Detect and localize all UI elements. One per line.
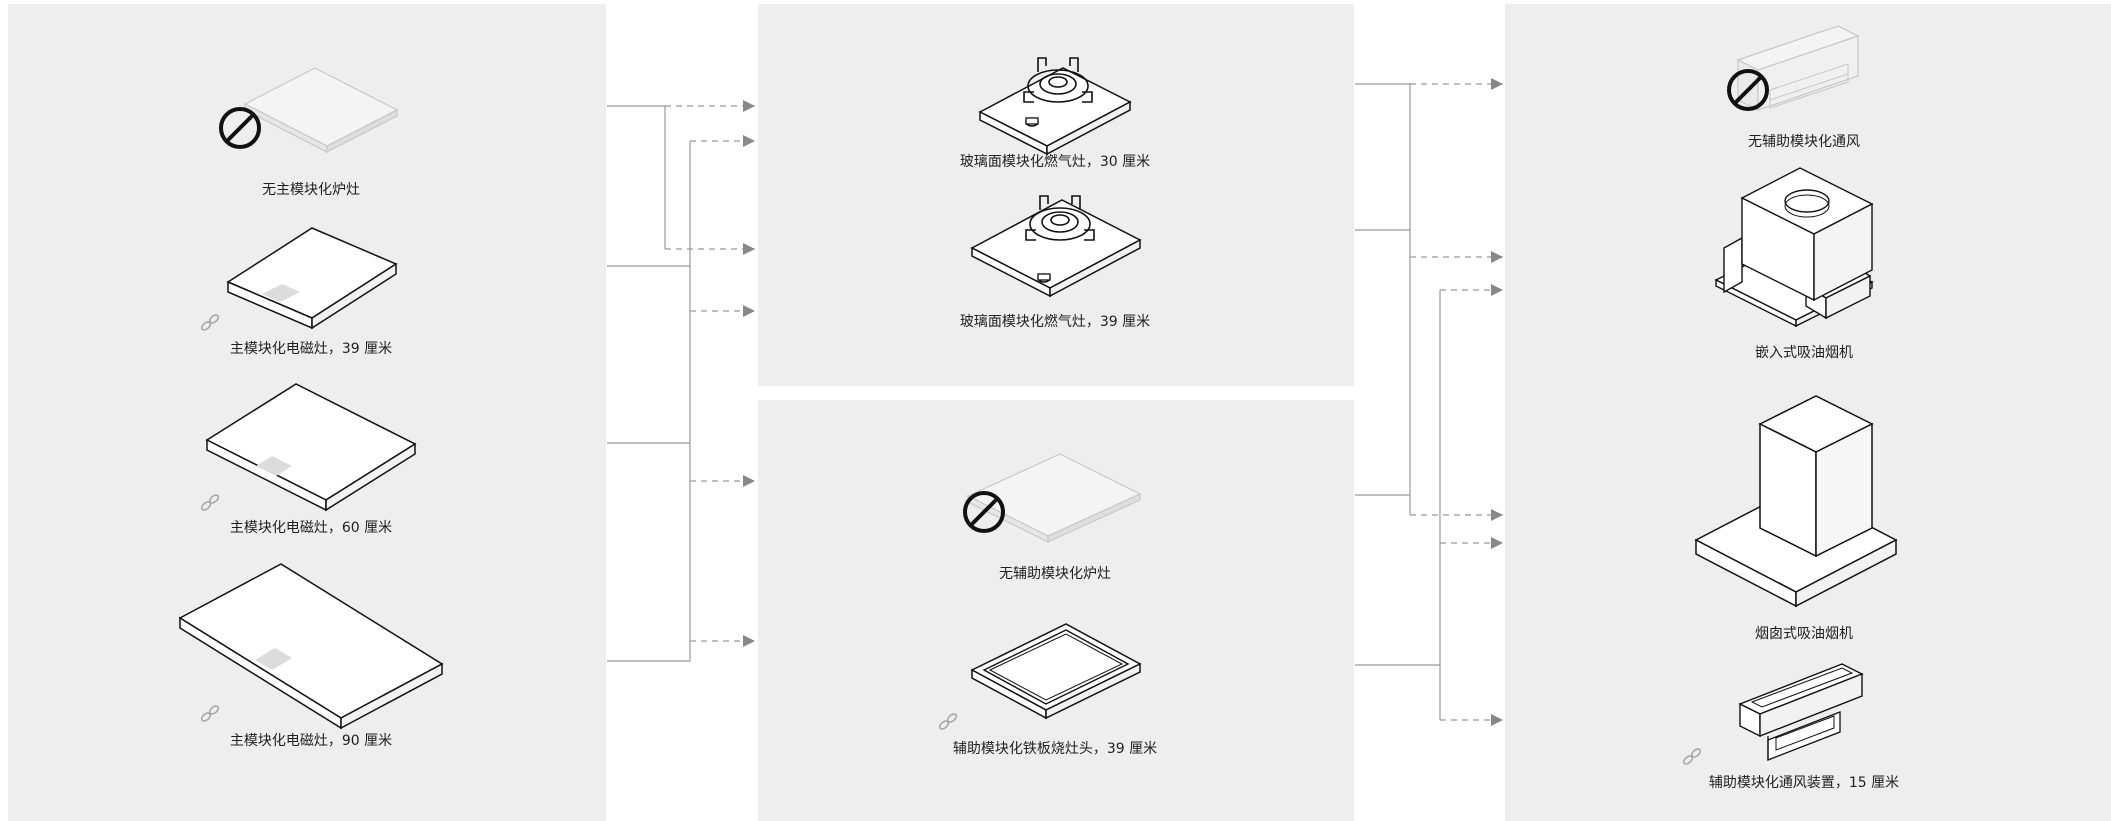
gas-hob-39-label: 玻璃面模块化燃气灶，39 厘米 [959,314,1151,330]
link-icon [1682,748,1702,765]
chimney-hood-illustration [1694,395,1898,608]
link-icon [938,713,958,730]
ventilation-none-label: 无辅助模块化通风 [1748,134,1860,150]
aux-ventilation-15-label: 辅助模块化通风装置，15 厘米 [1708,775,1900,791]
main-hob-39-label: 主模块化电磁灶，39 厘米 [229,341,393,357]
main-hob-none-label: 无主模块化炉灶 [262,182,360,198]
teppanyaki-hob-39-illustration [938,623,1142,730]
prohibited-icon [1727,69,1769,111]
link-icon [200,705,220,722]
chimney-hood-label: 烟囱式吸油烟机 [1755,626,1853,642]
connectors-left-to-middle [607,100,755,662]
gas-hob-30-label: 玻璃面模块化燃气灶，30 厘米 [959,154,1151,170]
teppanyaki-39-label: 辅助模块化铁板烧灶头，39 厘米 [952,741,1158,757]
gas-hob-panel [758,4,1354,386]
main-hob-none-illustration [219,67,399,153]
aux-hob-none-label: 无辅助模块化炉灶 [999,566,1111,582]
aux-ventilation-15-illustration [1682,663,1864,765]
prohibited-icon [219,107,261,149]
aux-ventilation-none-illustration [1727,25,1860,111]
prohibited-icon [963,491,1005,533]
gas-hob-30-illustration [978,57,1132,156]
aux-hob-none-illustration [963,453,1142,543]
link-icon [200,494,220,511]
connectors-middle-to-right [1355,78,1503,726]
built-in-hood-illustration [1714,167,1874,328]
main-induction-hob-90-illustration [178,563,444,730]
main-hob-90-label: 主模块化电磁灶，90 厘米 [229,733,393,749]
gas-hob-39-illustration [970,195,1142,298]
link-icon [200,314,220,331]
main-induction-hob-60-illustration [200,383,417,512]
main-hob-60-label: 主模块化电磁灶，60 厘米 [229,520,393,536]
main-induction-hob-39-illustration [200,227,398,331]
built-in-hood-label: 嵌入式吸油烟机 [1755,345,1853,361]
